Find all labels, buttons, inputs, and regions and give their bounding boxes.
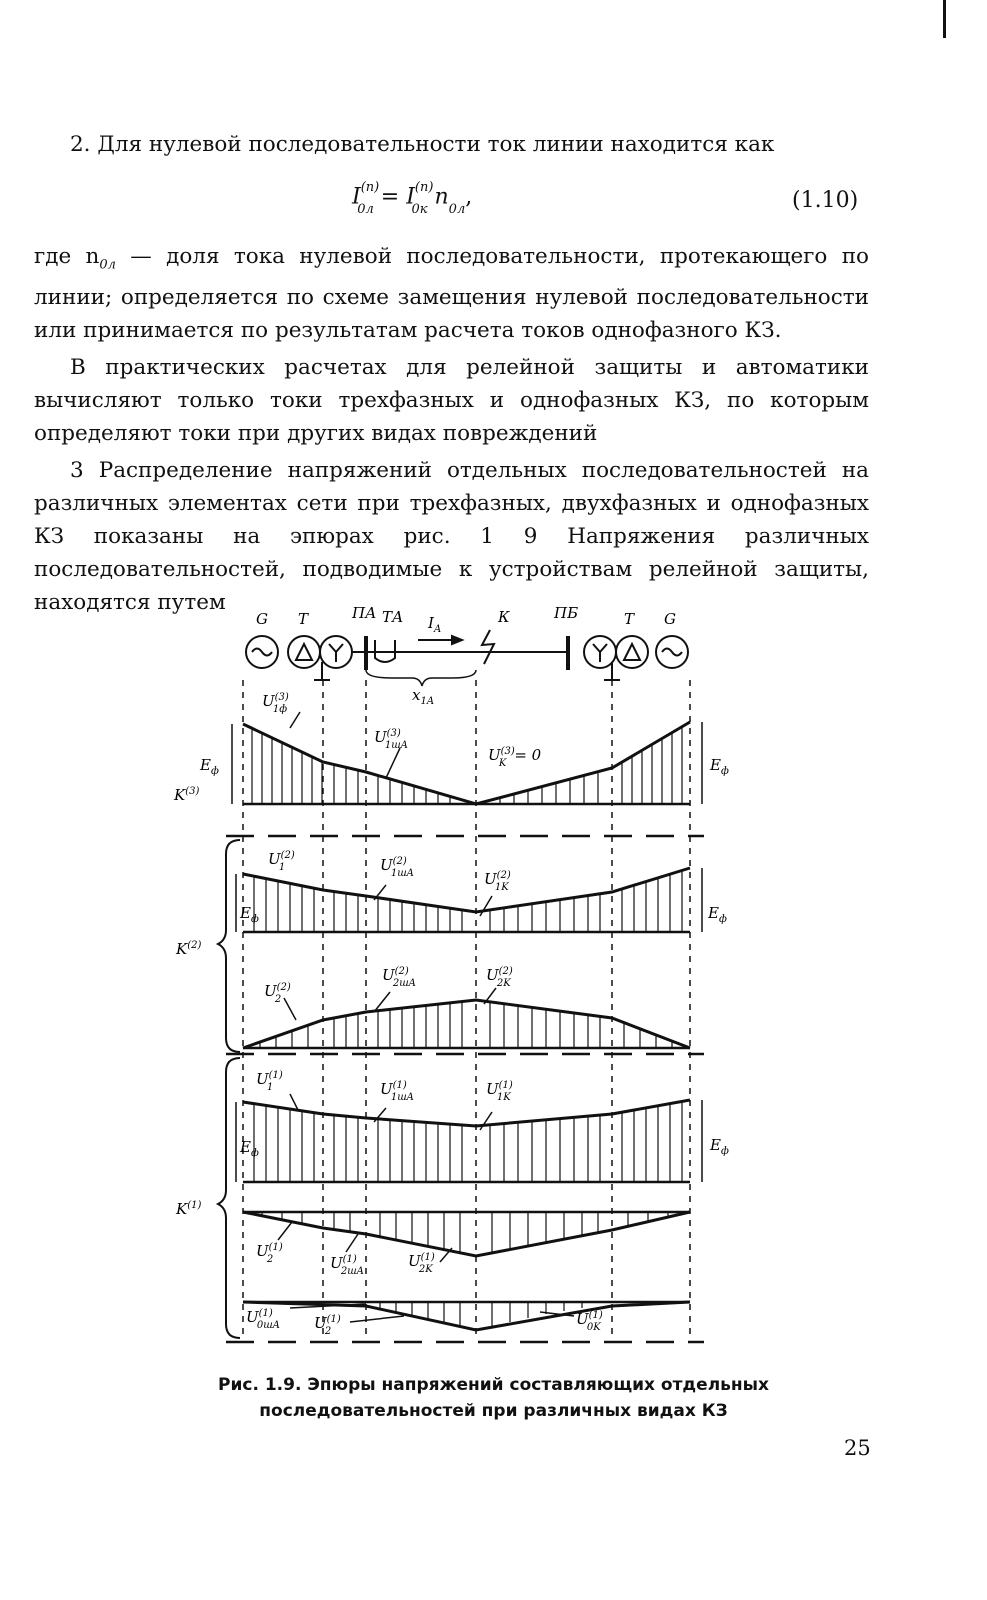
label-k1-ef-left: Eф — [239, 1138, 259, 1159]
label-k2-ef-left: Eф — [239, 904, 259, 925]
label-k3-ef-right: Eф — [709, 756, 729, 777]
label-k1-u1: U(1)1 — [256, 1070, 283, 1093]
label-x1a: x1A — [412, 686, 434, 707]
paragraph-where: где n0л — доля тока нулевой последовател… — [34, 244, 869, 344]
label-k1-u0sha: U(1)0шA — [246, 1308, 280, 1331]
network-schematic — [245, 629, 689, 687]
label-t-left: T — [298, 610, 309, 628]
figure-voltage-diagrams: G T ПА ТА IA К ПБ T G x1A U(3)1ф U(3)1шA… — [173, 604, 729, 1344]
label-g-left: G — [256, 610, 268, 628]
label-t-right: T — [624, 610, 635, 628]
generator-right-icon — [655, 635, 689, 669]
label-k2-u1: U(2)1 — [268, 850, 295, 873]
diagram-k1-zero — [242, 1300, 691, 1332]
generator-left-wave — [251, 647, 273, 657]
label-k1: K(1) — [175, 1200, 201, 1218]
intro-text: 2. Для нулевой последовательности ток ли… — [70, 132, 775, 157]
label-k2-u2k: U(2)2K — [486, 966, 513, 989]
diagram-k3 — [231, 711, 703, 806]
brace-groups — [215, 839, 241, 1339]
label-k2-u1sha: U(2)1шA — [380, 856, 414, 879]
label-ta: ТА — [382, 608, 403, 626]
label-k1-u2-zero-row: U(1)2 — [314, 1314, 341, 1337]
label-k: К — [497, 608, 510, 626]
label-k1-u1sha: U(1)1шA — [380, 1080, 414, 1103]
label-k2-u2sha: U(2)2шA — [382, 966, 416, 989]
brace-k1 — [215, 1057, 241, 1339]
label-k1-u2sha: U(1)2шA — [330, 1254, 364, 1277]
diagram-k1-positive — [235, 1093, 703, 1184]
caption-line-1: Рис. 1.9. Эпюры напряжений составляющих … — [218, 1375, 769, 1395]
label-pa: ПА — [351, 604, 376, 622]
label-k2-ef-right: Eф — [707, 904, 727, 925]
label-k1-u1k: U(1)1K — [486, 1080, 513, 1103]
section-separators — [226, 834, 704, 1344]
label-g-right: G — [664, 610, 676, 628]
diagram-k2-positive — [235, 866, 703, 934]
paragraph-voltage-distribution: 3 Распределение напряжений отдельных пос… — [34, 458, 869, 616]
label-k3-ef-left: Eф — [199, 756, 219, 777]
scan-edge-mark — [943, 0, 946, 38]
label-ia: IA — [427, 614, 441, 635]
paragraph-zero-sequence-intro: 2. Для нулевой последовательности ток ли… — [34, 128, 869, 161]
label-k2-u1k: U(2)1K — [484, 870, 511, 893]
diagram-k2-negative — [242, 987, 691, 1050]
page-number: 25 — [844, 1436, 871, 1460]
label-k3-u1sha: U(3)1шA — [374, 728, 408, 751]
label-k3: K(3) — [173, 786, 199, 804]
reference-dash-lines — [242, 680, 691, 1340]
transformer-right-delta-icon — [615, 635, 649, 669]
fault-k-icon — [480, 629, 496, 665]
body-text: где n0л — доля тока нулевой последовател… — [34, 240, 869, 619]
x1a-brace — [365, 669, 477, 687]
formula-1-10: I(n)0л = I(n)0к n0л, (1.10) — [0, 176, 987, 217]
label-k1-u0k: U(1)0K — [576, 1310, 603, 1333]
label-k3-u1f: U(3)1ф — [262, 692, 289, 715]
figure-caption: Рис. 1.9. Эпюры напряжений составляющих … — [0, 1372, 987, 1424]
label-k1-u2: U(1)2 — [256, 1242, 283, 1265]
label-k1-ef-right: Eф — [709, 1136, 729, 1157]
diagram-k1-negative — [242, 1210, 691, 1263]
current-transformer-icon — [374, 640, 396, 663]
formula-expression: I(n)0л = I(n)0к n0л, — [352, 180, 473, 217]
label-k2: K(2) — [175, 940, 201, 958]
brace-k2 — [215, 839, 241, 1053]
generator-left-icon — [245, 635, 279, 669]
equation-number: (1.10) — [792, 188, 859, 213]
label-k2-u2: U(2)2 — [264, 982, 291, 1005]
transformer-left-delta-icon — [287, 635, 321, 669]
caption-line-2: последовательностей при различных видах … — [259, 1401, 728, 1421]
label-pb: ПБ — [553, 604, 578, 622]
label-k3-uk: U(3)K= 0 — [488, 746, 542, 769]
paragraph-practical-calculations: В практических расчетах для релейной защ… — [34, 355, 869, 447]
label-k1-u2k: U(1)2K — [408, 1252, 435, 1275]
